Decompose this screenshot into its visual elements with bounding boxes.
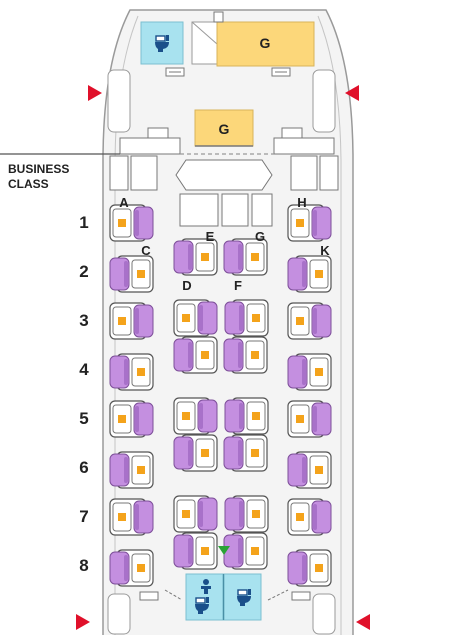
seat-k[interactable] [287,549,332,587]
cabin-label-line2: CLASS [8,177,49,191]
seat-g[interactable] [223,532,268,570]
seat-d[interactable] [173,299,218,337]
center-monument [175,159,273,191]
seat-a[interactable] [109,400,154,438]
rear-fixture-left [139,591,159,601]
seat-h[interactable] [287,302,332,340]
rear-door-left [107,593,131,635]
row-number: 8 [79,556,88,575]
seat-k[interactable] [287,451,332,489]
seat-c[interactable] [109,549,154,587]
seat-c[interactable] [109,451,154,489]
closet-right [281,127,303,139]
front-galley-door-area [191,21,218,65]
exit-triangle-icon [88,85,102,101]
seat-a[interactable] [109,204,154,242]
bulkhead-left-2 [130,155,158,191]
seat-h[interactable] [287,498,332,536]
rear-fixture-right [291,591,311,601]
column-letter-d: D [182,278,191,293]
exit-triangle-icon [356,614,370,630]
seat-e[interactable] [173,532,218,570]
column-letter-e: E [206,229,215,244]
seat-g[interactable] [223,336,268,374]
center-closet-3 [251,193,273,227]
row-numbers: 1 2 3 4 5 6 7 8 [79,213,89,575]
closet-left [147,127,169,139]
row-number: 7 [79,507,88,526]
seat-e[interactable] [173,336,218,374]
seat-c[interactable] [109,353,154,391]
center-closet-1 [179,193,219,227]
column-letter-f: F [234,278,242,293]
column-letter-a: A [119,195,129,210]
row-number: 2 [79,262,88,281]
front-galley [216,21,315,67]
rear-door-right [312,593,336,635]
center-closet-2 [221,193,249,227]
seat-g[interactable] [223,238,268,276]
exit-triangle-icon [76,614,90,630]
column-letter-k: K [320,243,330,258]
row-number: 3 [79,311,88,330]
seat-c[interactable] [109,255,154,293]
down-triangle-icon [218,546,230,555]
seat-a[interactable] [109,302,154,340]
front-door-right [312,69,336,133]
baby-changing-icon [201,579,211,594]
column-letter-h: H [297,195,306,210]
seat-e[interactable] [173,434,218,472]
front-door-left [107,69,131,133]
row-number: 5 [79,409,88,428]
seat-k[interactable] [287,255,332,293]
column-letter-c: C [141,243,151,258]
mid-galley-label: G [219,121,230,137]
column-letter-g: G [255,229,265,244]
row-number: 1 [79,213,88,232]
seat-d[interactable] [173,397,218,435]
seat-g[interactable] [223,434,268,472]
seat-k[interactable] [287,353,332,391]
bulkhead-left-1 [109,155,129,191]
bulkhead-right-2 [319,155,339,191]
row-number: 4 [79,360,89,379]
front-galley-label: G [260,35,271,51]
seat-f[interactable] [224,397,269,435]
bulkhead-right-1 [290,155,318,191]
seat-e[interactable] [173,238,218,276]
seat-h[interactable] [287,400,332,438]
mid-galley [194,109,254,147]
cabin-label-line1: BUSINESS [8,162,69,176]
seat-f[interactable] [224,495,269,533]
front-galley-door [213,11,224,23]
exit-triangle-icon [345,85,359,101]
front-door-swing [191,21,218,45]
seat-f[interactable] [224,299,269,337]
seat-h[interactable] [287,204,332,242]
row-number: 6 [79,458,88,477]
seat-a[interactable] [109,498,154,536]
seat-d[interactable] [173,495,218,533]
